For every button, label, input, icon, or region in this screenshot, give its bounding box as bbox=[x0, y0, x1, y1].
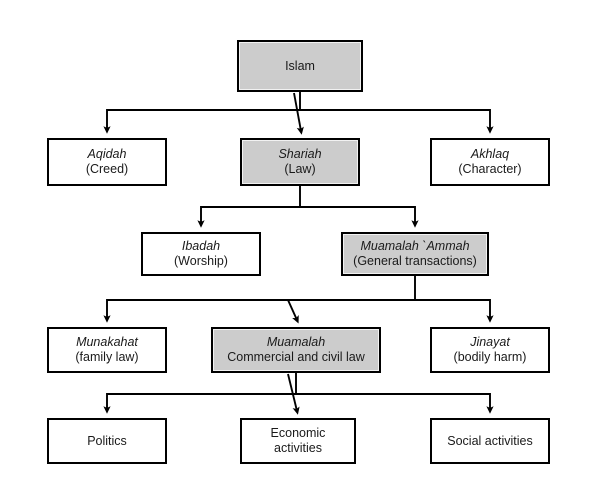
node-ibadah[interactable]: Ibadah (Worship) bbox=[141, 232, 261, 276]
node-ibadah-line1: Ibadah bbox=[181, 239, 221, 254]
node-economic-activities-line2: activities bbox=[274, 441, 322, 455]
node-munakahat[interactable]: Munakahat (family law) bbox=[47, 327, 167, 373]
node-economic-activities[interactable]: Economic activities bbox=[240, 418, 356, 464]
node-islam-line1: Islam bbox=[285, 58, 315, 73]
node-social-activities[interactable]: Social activities bbox=[430, 418, 550, 464]
edge-muamalah-to-social-activities bbox=[296, 393, 494, 414]
node-shariah-line2: (Law) bbox=[284, 162, 316, 176]
node-jinayat-line1: Jinayat bbox=[470, 335, 510, 350]
node-islam[interactable]: Islam bbox=[237, 40, 363, 92]
node-muamalah[interactable]: Muamalah Commercial and civil law bbox=[211, 327, 381, 373]
edge-islam-to-aqidah bbox=[103, 92, 301, 134]
node-social-activities-line1: Social activities bbox=[447, 433, 533, 448]
node-muamalah-ammah-line2: (General transactions) bbox=[353, 254, 477, 268]
node-aqidah-line1: Aqidah bbox=[87, 147, 127, 162]
node-muamalah-line2: Commercial and civil law bbox=[227, 350, 365, 364]
edge-islam-to-shariah bbox=[293, 92, 304, 135]
edge-shariah-to-muamalah-ammah bbox=[300, 206, 419, 228]
node-akhlaq[interactable]: Akhlaq (Character) bbox=[430, 138, 550, 186]
node-politics-line1: Politics bbox=[87, 433, 127, 448]
node-jinayat[interactable]: Jinayat (bodily harm) bbox=[430, 327, 550, 373]
edge-muamalah-to-economic-activities bbox=[287, 373, 300, 415]
node-shariah[interactable]: Shariah (Law) bbox=[240, 138, 360, 186]
node-shariah-line1: Shariah bbox=[278, 147, 322, 162]
edge-muamalah-to-politics bbox=[103, 373, 297, 414]
node-muamalah-ammah-line1: Muamalah `Ammah bbox=[360, 239, 470, 254]
node-ibadah-line2: (Worship) bbox=[174, 254, 228, 268]
node-aqidah[interactable]: Aqidah (Creed) bbox=[47, 138, 167, 186]
node-muamalah-line1: Muamalah bbox=[266, 335, 326, 350]
edge-muamalah-ammah-to-jinayat bbox=[415, 299, 494, 323]
node-jinayat-line2: (bodily harm) bbox=[453, 350, 527, 364]
node-akhlaq-line1: Akhlaq bbox=[470, 147, 510, 162]
edge-muamalah-ammah-to-munakahat bbox=[103, 276, 416, 323]
node-aqidah-line2: (Creed) bbox=[85, 162, 129, 176]
node-economic-activities-line1: Economic bbox=[270, 426, 326, 441]
edge-muamalah-ammah-to-muamalah bbox=[287, 299, 299, 324]
edge-islam-to-akhlaq bbox=[300, 109, 494, 134]
node-munakahat-line2: (family law) bbox=[75, 350, 139, 364]
node-akhlaq-line2: (Character) bbox=[458, 162, 522, 176]
node-munakahat-line1: Munakahat bbox=[76, 335, 138, 350]
node-muamalah-ammah[interactable]: Muamalah `Ammah (General transactions) bbox=[341, 232, 489, 276]
edge-shariah-to-ibadah bbox=[197, 186, 301, 228]
node-politics[interactable]: Politics bbox=[47, 418, 167, 464]
